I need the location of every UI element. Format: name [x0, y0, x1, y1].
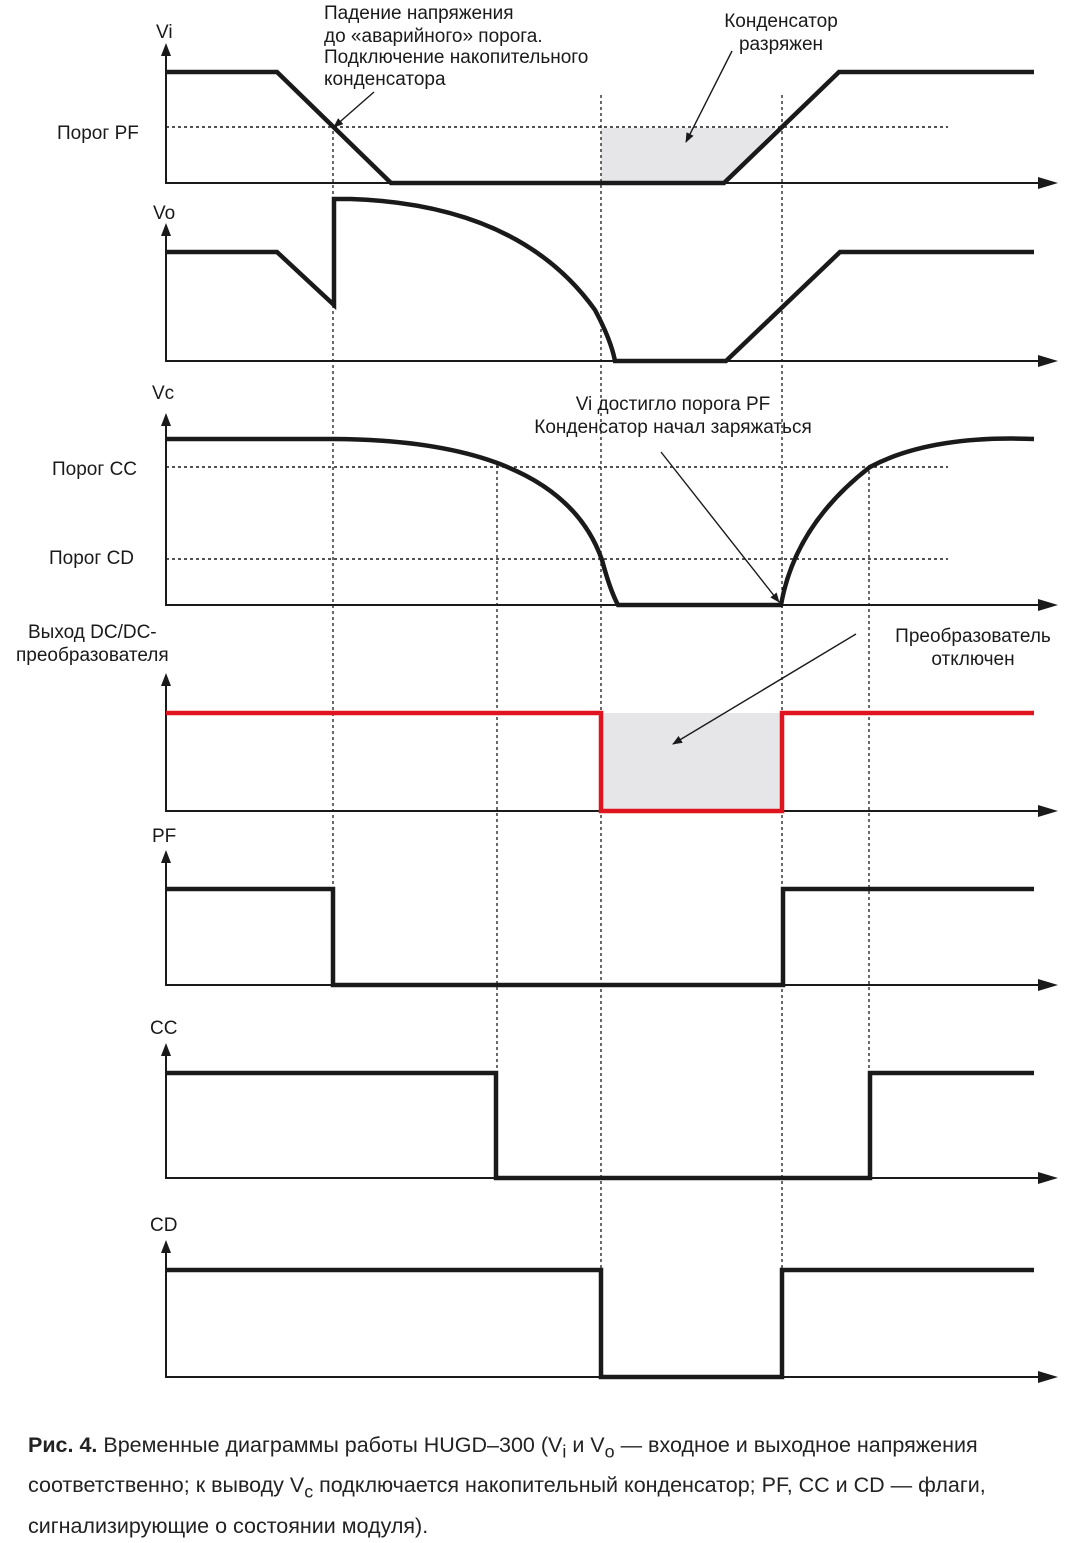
dcdc-label-line2: преобразователя [16, 645, 169, 666]
axis-arrowheads [161, 43, 1058, 1383]
caption-text-2: и V [566, 1433, 605, 1457]
caption-text-1: Временные диаграммы работы HUGD–300 (V [97, 1433, 563, 1457]
voltage-drop-pointer [333, 91, 375, 128]
waveforms [166, 69, 1035, 1380]
threshold-cd-label: Порог CD [49, 548, 134, 569]
caption-text-3: — входное и выходное напряжения соответс… [28, 1433, 978, 1498]
threshold-lines [166, 126, 948, 560]
voltage-drop-text-3: Подключение накопительного [324, 47, 588, 68]
converter-off-text-2: отключен [931, 649, 1014, 670]
dcdc-waveform [166, 710, 1034, 814]
vc-label: Vc [152, 383, 174, 404]
voltage-drop-text-2: до «аварийного» порога. [324, 26, 543, 47]
vi-reached-pointer [660, 451, 780, 603]
cd-axis [165, 1245, 1052, 1378]
annotation-pointers [333, 50, 857, 745]
cc-label: CC [150, 1018, 177, 1039]
caption-sub-i: i [562, 1441, 567, 1462]
caption-sub-o: o [604, 1441, 615, 1462]
vc-waveform [166, 436, 1035, 608]
cap-discharged-pointer [685, 50, 733, 143]
vi-label: Vi [156, 22, 173, 43]
caption-sub-c: c [304, 1481, 314, 1502]
vi-reached-text-1: Vi достигло порога PF [576, 394, 771, 415]
caption-text-4: подключается накопительный конденсатор; … [28, 1473, 986, 1538]
converter-off-text-1: Преобразователь [895, 626, 1051, 647]
timing-diagram: Vi Порог PF Vo Vc Порог CC Порог CD Выхо… [16, 3, 1058, 1383]
cd-waveform [166, 1267, 1034, 1380]
voltage-drop-text-1: Падение напряжения [324, 3, 514, 24]
converter-off-shade [601, 713, 782, 811]
caption-label: Рис. 4. [28, 1433, 98, 1457]
cap-discharged-text-1: Конденсатор [724, 11, 838, 32]
cd-label: CD [150, 1215, 177, 1236]
cc-axis [165, 1048, 1052, 1179]
vi-waveform [166, 69, 1034, 186]
vi-reached-text-2: Конденсатор начал заряжаться [534, 417, 811, 438]
event-lines [332, 95, 870, 1375]
vo-waveform [166, 196, 1034, 364]
vo-axis [165, 228, 1052, 362]
vo-label: Vo [153, 203, 175, 224]
pf-label: PF [152, 826, 176, 847]
threshold-cc-label: Порог CC [52, 459, 137, 480]
figure-caption: Рис. 4. Временные диаграммы работы HUGD–… [28, 1428, 1058, 1543]
dcdc-label-line1: Выход DC/DC- [28, 622, 157, 643]
voltage-drop-text-4: конденсатора [324, 69, 446, 90]
pf-axis [165, 855, 1052, 986]
cap-discharged-text-2: разряжен [739, 34, 823, 55]
converter-off-pointer [672, 633, 857, 745]
cc-waveform [166, 1070, 1034, 1181]
pf-waveform [166, 886, 1034, 988]
cap-discharged-shade [601, 128, 776, 183]
threshold-pf-label: Порог PF [57, 123, 139, 144]
vi-axis [165, 48, 1052, 184]
